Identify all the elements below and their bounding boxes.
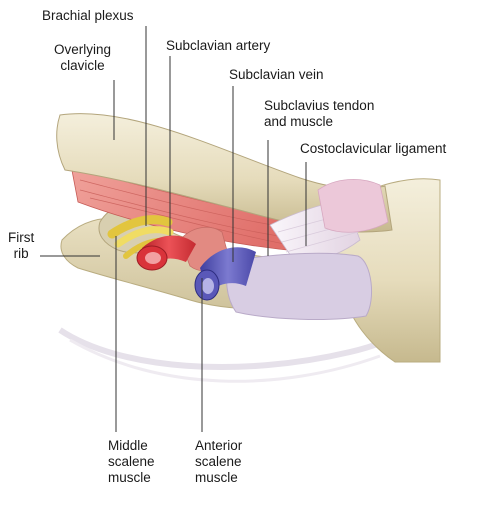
label-brachial-plexus: Brachial plexus — [42, 8, 134, 23]
costal-cartilage — [226, 252, 372, 320]
label-middle-scalene: Middle scalene muscle — [108, 438, 155, 485]
label-costoclavicular: Costoclavicular ligament — [300, 141, 447, 156]
label-overlying-clavicle: Overlying clavicle — [54, 42, 112, 73]
sternoclavicular-capsule — [317, 179, 389, 233]
label-subclavian-artery: Subclavian artery — [166, 38, 271, 53]
label-first-rib: First rib — [8, 230, 35, 261]
leader-lines — [40, 26, 307, 432]
subclavian-vein-inner — [202, 278, 214, 294]
thorax-contour-inner — [69, 338, 381, 383]
subclavian-artery-inner — [145, 252, 161, 264]
label-anterior-scalene: Anterior scalene muscle — [195, 438, 243, 485]
label-subclavian-vein: Subclavian vein — [229, 67, 324, 82]
label-subclavius: Subclavius tendon and muscle — [264, 98, 375, 129]
